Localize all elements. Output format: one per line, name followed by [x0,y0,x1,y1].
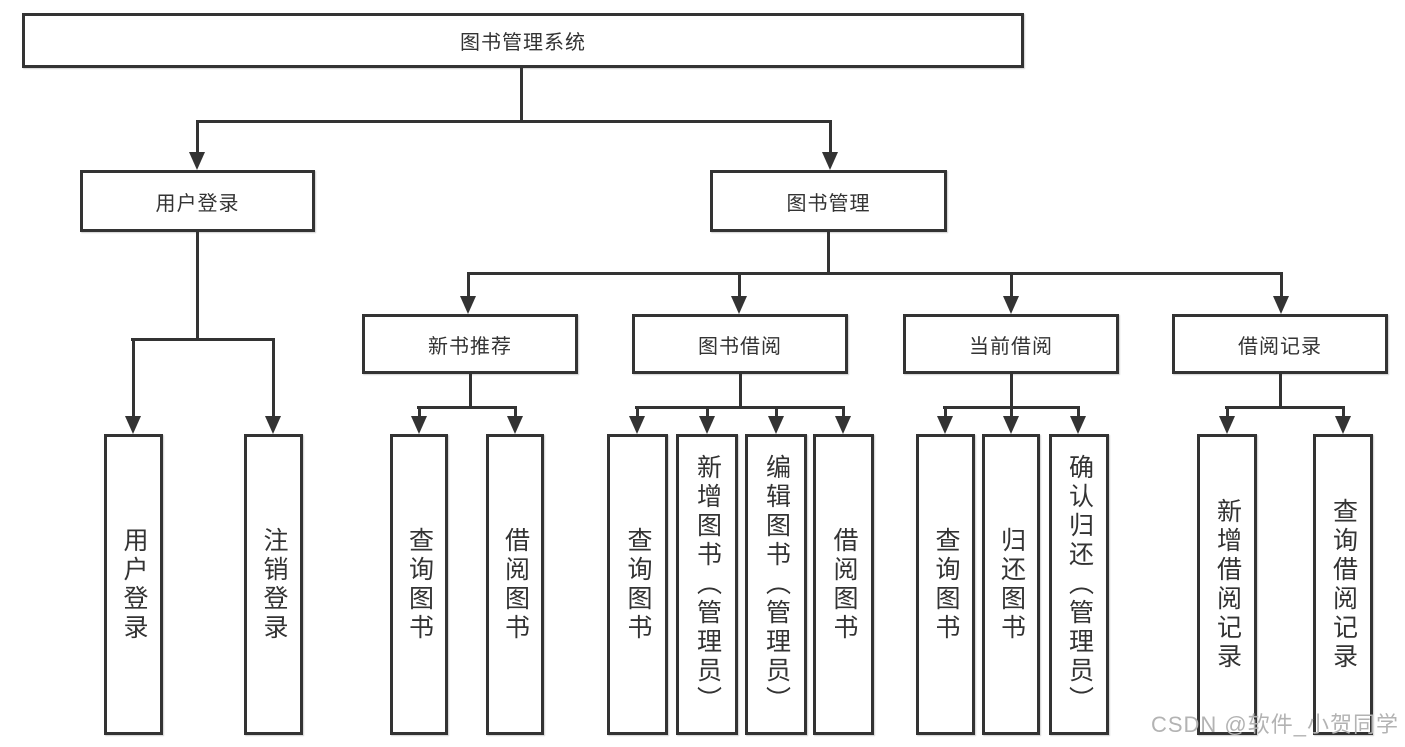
connector-arrow-stem [774,406,778,416]
connector-horizontal-line [635,406,845,409]
node-new-book-recommendation: 新书推荐 [362,314,578,374]
node-leaf-return-books: 归还图书 [982,434,1040,735]
arrowhead-down-icon [507,416,523,434]
node-user-login: 用户登录 [80,170,315,232]
node-book-management: 图书管理 [710,170,947,232]
node-leaf-user-login: 用户登录 [104,434,163,735]
connector-arrow-stem [943,406,947,416]
arrowhead-down-icon [1003,416,1019,434]
connector-arrow-stem [195,120,199,152]
connector-vertical-line [468,374,472,409]
arrowhead-down-icon [265,416,281,434]
connector-arrow-stem [271,338,275,416]
node-leaf-borrow-books-recommend: 借阅图书 [486,434,544,735]
connector-arrow-stem [635,406,639,416]
node-label: 归还图书 [997,526,1026,643]
node-label: 查询图书 [932,526,960,643]
connector-arrow-stem [1225,406,1229,416]
connector-horizontal-line [131,338,275,341]
node-label: 确认归还（管理员） [1065,454,1094,715]
arrowhead-down-icon [822,152,838,170]
node-label: 查询图书 [405,526,434,643]
connector-vertical-line [1278,374,1282,409]
node-label: 新书推荐 [428,335,512,358]
connector-arrow-stem [417,406,421,416]
node-borrow-records: 借阅记录 [1172,314,1388,374]
node-label: 用户登录 [155,192,240,215]
node-label: 图书管理系统 [460,32,586,54]
connector-vertical-line [519,68,523,123]
arrowhead-down-icon [1003,296,1019,314]
node-label: 新增借阅记录 [1213,497,1242,672]
node-leaf-query-books-current: 查询图书 [916,434,975,735]
node-library-management-system: 图书管理系统 [22,13,1024,68]
connector-vertical-line [195,232,199,341]
connector-arrow-stem [1009,272,1013,296]
node-label: 图书管理 [786,192,871,215]
node-label: 借阅图书 [830,526,858,643]
connector-arrow-stem [513,406,517,416]
arrowhead-down-icon [460,296,476,314]
node-leaf-query-books-recommend: 查询图书 [390,434,448,735]
node-leaf-add-borrow-record: 新增借阅记录 [1197,434,1257,735]
connector-horizontal-line [196,120,832,123]
node-label: 图书借阅 [698,335,782,358]
arrowhead-down-icon [1070,416,1086,434]
node-label: 用户登录 [120,526,148,643]
arrowhead-down-icon [835,416,851,434]
connector-horizontal-line [417,406,517,409]
arrowhead-down-icon [629,416,645,434]
node-leaf-add-books-admin: 新增图书（管理员） [676,434,738,735]
node-leaf-confirm-return-admin: 确认归还（管理员） [1049,434,1109,735]
connector-arrow-stem [828,120,832,152]
node-label: 查询图书 [624,526,652,643]
arrowhead-down-icon [1219,416,1235,434]
node-label: 编辑图书（管理员） [762,454,791,715]
connector-vertical-line [1009,374,1013,409]
connector-arrow-stem [1009,406,1013,416]
arrowhead-down-icon [937,416,953,434]
connector-arrow-stem [1341,406,1345,416]
connector-arrow-stem [466,272,470,296]
connector-arrow-stem [705,406,709,416]
connector-arrow-stem [131,338,135,416]
node-label: 当前借阅 [969,335,1053,358]
connector-arrow-stem [1279,272,1283,296]
node-label: 查询借阅记录 [1329,497,1358,672]
arrowhead-down-icon [125,416,141,434]
node-label: 新增图书（管理员） [693,454,722,715]
connector-vertical-line [738,374,742,409]
connector-horizontal-line [1225,406,1345,409]
watermark: CSDN @软件_小贺同学 [1150,712,1399,737]
node-label: 借阅图书 [501,526,530,643]
arrowhead-down-icon [1273,296,1289,314]
connector-horizontal-line [467,272,1283,275]
node-leaf-query-books-borrow: 查询图书 [607,434,668,735]
arrowhead-down-icon [189,152,205,170]
node-book-borrowing: 图书借阅 [632,314,848,374]
connector-vertical-line [826,232,830,275]
arrowhead-down-icon [699,416,715,434]
node-label: 注销登录 [260,526,288,643]
connector-arrow-stem [737,272,741,296]
node-current-borrowing: 当前借阅 [903,314,1119,374]
node-leaf-edit-books-admin: 编辑图书（管理员） [745,434,807,735]
node-leaf-borrow-books: 借阅图书 [813,434,874,735]
arrowhead-down-icon [768,416,784,434]
node-leaf-query-borrow-record: 查询借阅记录 [1313,434,1373,735]
node-leaf-logout: 注销登录 [244,434,303,735]
connector-arrow-stem [1076,406,1080,416]
arrowhead-down-icon [731,296,747,314]
arrowhead-down-icon [1335,416,1351,434]
arrowhead-down-icon [411,416,427,434]
connector-arrow-stem [841,406,845,416]
node-label: 借阅记录 [1238,335,1322,358]
